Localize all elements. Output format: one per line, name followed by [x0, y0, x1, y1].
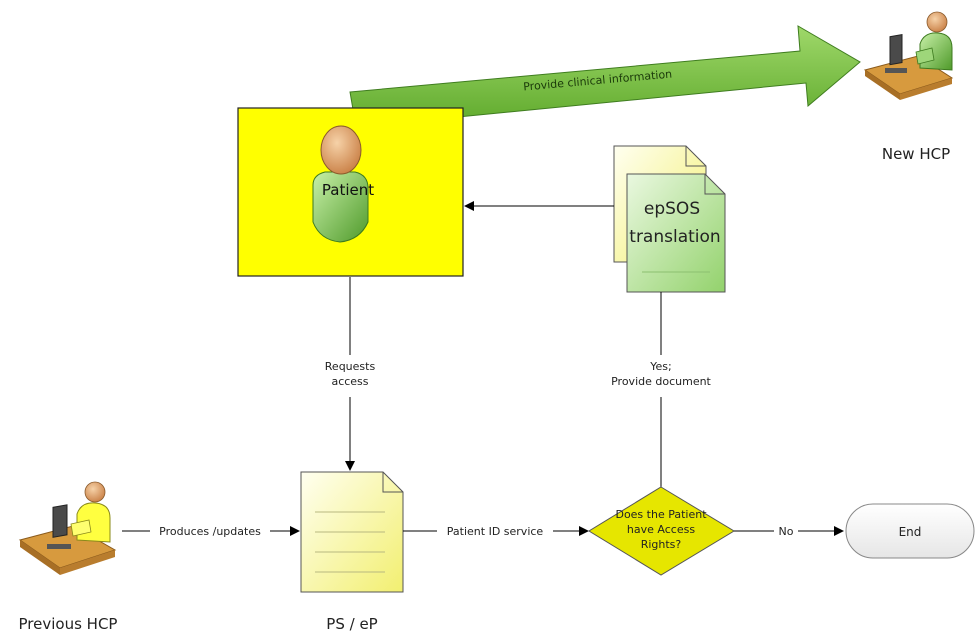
- decision-label-line1: Does the Patient: [615, 508, 707, 521]
- new-hcp-label: New HCP: [882, 145, 950, 163]
- person-icon: [915, 11, 953, 71]
- provide-clinical-information-arrow: Provide clinical information: [349, 25, 861, 128]
- epsos-translation-label-line1: epSOS: [644, 199, 700, 219]
- end-node: End: [845, 503, 975, 559]
- requests-access-edge: Requests access: [325, 277, 376, 471]
- patient-label: Patient: [322, 181, 374, 199]
- patient-id-service-edge: Patient ID service: [403, 525, 589, 538]
- no-edge: No: [734, 525, 844, 538]
- decision-label-line2: have Access: [627, 523, 695, 536]
- yes-provide-document-edge: Yes; Provide document: [611, 292, 712, 487]
- decision-label-line3: Rights?: [641, 538, 682, 551]
- person-icon: [70, 481, 111, 543]
- epsos-translation-label-line2: translation: [629, 227, 720, 247]
- document-icon: [300, 471, 404, 593]
- access-rights-decision: Does the Patient have Access Rights?: [588, 486, 735, 576]
- yes-label: Yes;: [649, 360, 671, 373]
- document-icon: [626, 173, 726, 293]
- ps-ep-label: PS / eP: [326, 615, 377, 633]
- epsos-translation-node: epSOS translation: [613, 145, 726, 293]
- end-label: End: [899, 525, 922, 539]
- produces-updates-label: Produces /updates: [159, 525, 261, 538]
- no-label: No: [779, 525, 794, 538]
- provide-document-label: Provide document: [611, 375, 711, 388]
- previous-hcp-workstation: [18, 481, 117, 575]
- requests-access-label-line2: access: [331, 375, 368, 388]
- new-hcp-workstation: [863, 11, 954, 100]
- previous-hcp-label: Previous HCP: [19, 615, 118, 633]
- ps-ep-node: [300, 471, 404, 593]
- patient-node: Patient: [237, 107, 464, 277]
- patient-id-service-label: Patient ID service: [447, 525, 544, 538]
- person-icon: [312, 125, 369, 243]
- produces-updates-edge: Produces /updates: [122, 525, 300, 538]
- requests-access-label-line1: Requests: [325, 360, 376, 373]
